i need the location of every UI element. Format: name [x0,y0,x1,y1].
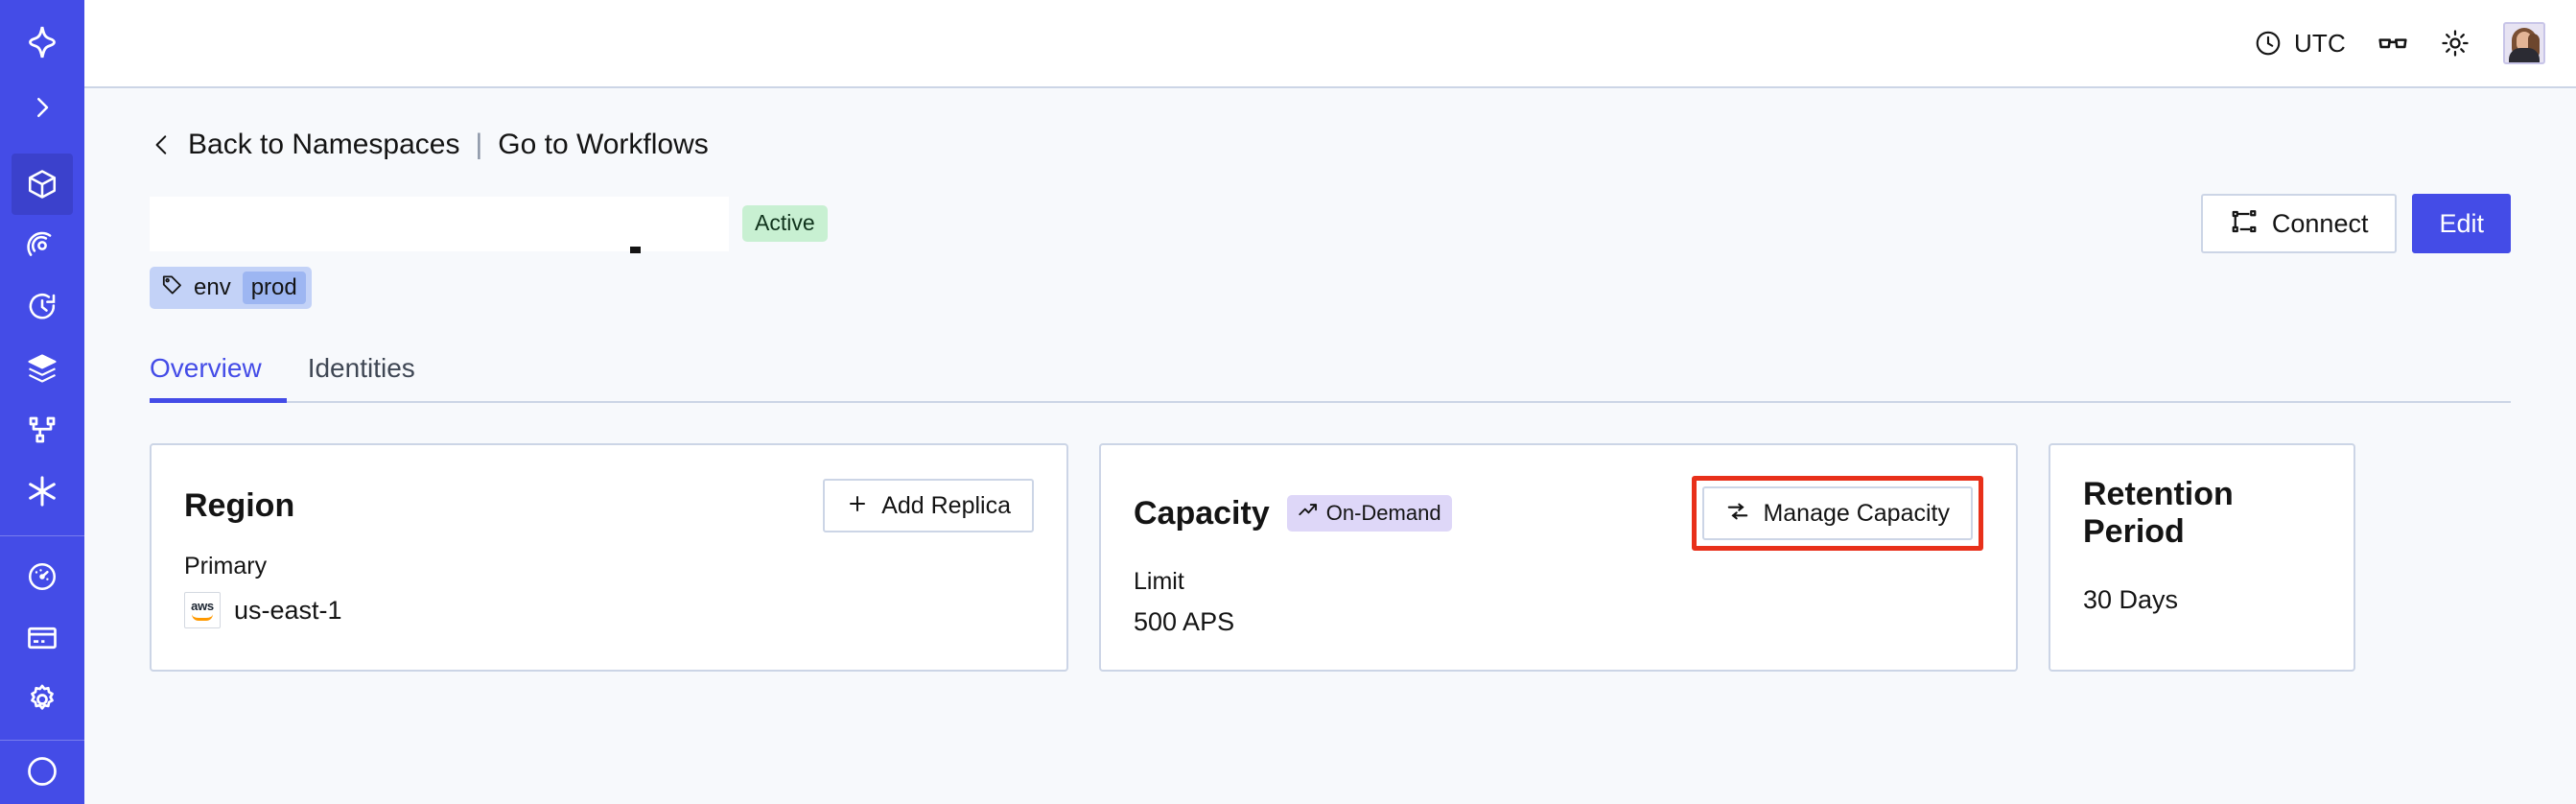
tab-bar: Overview Identities [150,353,2511,403]
theme-toggle-button[interactable] [2424,16,2486,70]
aws-logo-text: aws [191,599,214,613]
tag-icon [161,273,184,303]
temporal-star-logo-icon[interactable] [12,12,73,73]
plus-icon [846,492,869,520]
namespace-tags: env prod [150,267,2511,309]
timezone-selector[interactable]: UTC [2238,16,2361,70]
region-card: Region Add Replica [150,443,1068,672]
expand-sidebar-button[interactable] [12,77,73,138]
git-branch-icon [25,413,59,447]
manage-capacity-label: Manage Capacity [1763,499,1950,527]
capacity-limit-value: 500 APS [1134,607,1235,636]
avatar-body [2509,48,2540,62]
connect-button[interactable]: Connect [2200,194,2398,253]
avatar[interactable] [2503,22,2545,64]
breadcrumb-workflows-link[interactable]: Go to Workflows [498,129,709,160]
help-circle-icon [25,754,59,789]
sidebar-item-workflows[interactable] [12,399,73,461]
top-header: UTC [84,0,2576,88]
tag-chip[interactable]: env prod [150,267,312,309]
region-card-title: Region [184,486,295,524]
region-card-action: Add Replica [823,479,1034,532]
sidebar [0,0,84,804]
namespace-title-row: Active [150,194,2511,253]
timezone-label: UTC [2293,28,2346,58]
page-content: Back to Namespaces | Go to Workflows Act… [84,88,2576,804]
credit-card-icon [25,621,59,655]
connect-button-label: Connect [2271,208,2369,238]
eye-radar-icon [25,228,59,263]
sidebar-item-billing[interactable] [12,607,73,669]
sidebar-item-schedules[interactable] [12,276,73,338]
sidebar-item-namespaces[interactable] [12,154,73,215]
status-badge: Active [742,205,828,242]
connect-flow-icon [2230,207,2259,241]
asterisk-icon [23,472,61,510]
aws-logo-smile [192,614,213,621]
region-primary-value-row: aws us-east-1 [184,592,1034,628]
sidebar-item-help[interactable] [12,741,73,802]
sidebar-divider [0,535,84,536]
manage-capacity-button[interactable]: Manage Capacity [1702,486,1973,540]
retention-card-header: Retention Period [2083,476,2321,551]
gear-icon [25,682,59,717]
region-primary-label: Primary [184,553,268,579]
tab-identities[interactable]: Identities [307,353,415,383]
timer-icon [25,290,59,324]
glasses-icon [2377,27,2409,59]
gauge-icon [25,559,59,594]
capacity-card-action: Manage Capacity [1692,476,1983,551]
reading-mode-button[interactable] [2361,16,2424,70]
sliders-icon [1725,499,1750,529]
clock-icon [2254,29,2283,58]
retention-card-title: Retention Period [2083,476,2234,550]
capacity-limit-label: Limit [1134,568,1184,595]
edit-button-label: Edit [2439,208,2484,238]
chevron-left-icon[interactable] [150,130,175,160]
sidebar-item-usage[interactable] [12,546,73,607]
cube-icon [25,167,59,201]
breadcrumb-separator: | [475,129,483,160]
tag-key: env [194,274,231,300]
main-column: UTC [84,0,2576,804]
sidebar-bottom-divider [0,740,84,741]
add-replica-button[interactable]: Add Replica [823,479,1034,532]
retention-value: 30 Days [2083,585,2179,614]
overview-cards: Region Add Replica [150,443,2511,672]
sidebar-item-deployments[interactable] [12,338,73,399]
capacity-card: Capacity On-Demand [1099,443,2018,672]
breadcrumb: Back to Namespaces | Go to Workflows [150,129,2511,161]
sun-icon [2440,28,2471,59]
capacity-mode-label: On-Demand [1325,500,1441,525]
region-card-header: Region Add Replica [184,476,1034,535]
layers-icon [25,351,59,386]
edit-button[interactable]: Edit [2412,194,2511,253]
capacity-card-title: Capacity [1134,494,1270,532]
capacity-card-header: Capacity On-Demand [1134,476,1983,551]
tag-value: prod [242,272,306,304]
sidebar-item-nexus[interactable] [12,461,73,522]
region-primary-value: us-east-1 [234,595,342,625]
trend-up-arrow-icon [1298,500,1319,527]
sidebar-item-observe[interactable] [12,215,73,276]
retention-card: Retention Period 30 Days [2049,443,2355,672]
sidebar-item-settings[interactable] [12,669,73,730]
add-replica-label: Add Replica [881,491,1011,519]
header-actions: Connect Edit [2200,194,2511,253]
aws-logo-icon: aws [184,592,221,628]
page-title-redacted [150,196,729,251]
tab-overview[interactable]: Overview [150,353,287,403]
breadcrumb-back-link[interactable]: Back to Namespaces [188,129,460,160]
capacity-mode-badge: On-Demand [1286,494,1452,532]
manage-capacity-highlight: Manage Capacity [1692,476,1983,551]
